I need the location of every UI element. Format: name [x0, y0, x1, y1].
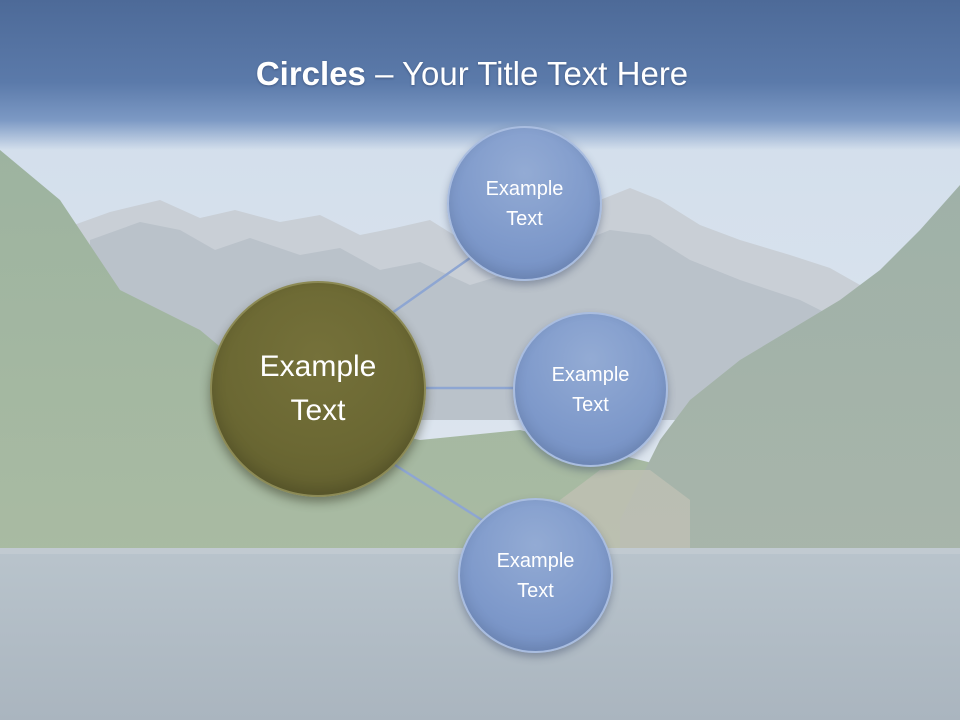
- satellite-circle-1[interactable]: Example Text: [447, 126, 602, 281]
- slide-title-bold: Circles: [255, 55, 366, 92]
- central-circle[interactable]: Example Text: [210, 281, 426, 497]
- title-bar: [0, 0, 960, 150]
- satellite-circle-2[interactable]: Example Text: [513, 312, 668, 467]
- satellite-circle-3-label: Example Text: [496, 549, 575, 602]
- central-circle-label: Example Text: [259, 350, 377, 427]
- slide-title: Circles – Your Title Text Here: [0, 52, 944, 96]
- satellite-circle-1-label: Example Text: [485, 177, 564, 230]
- satellite-circle-2-label: Example Text: [551, 363, 630, 416]
- satellite-circle-3[interactable]: Example Text: [458, 498, 613, 653]
- slide-title-rest: – Your Title Text Here: [365, 55, 689, 92]
